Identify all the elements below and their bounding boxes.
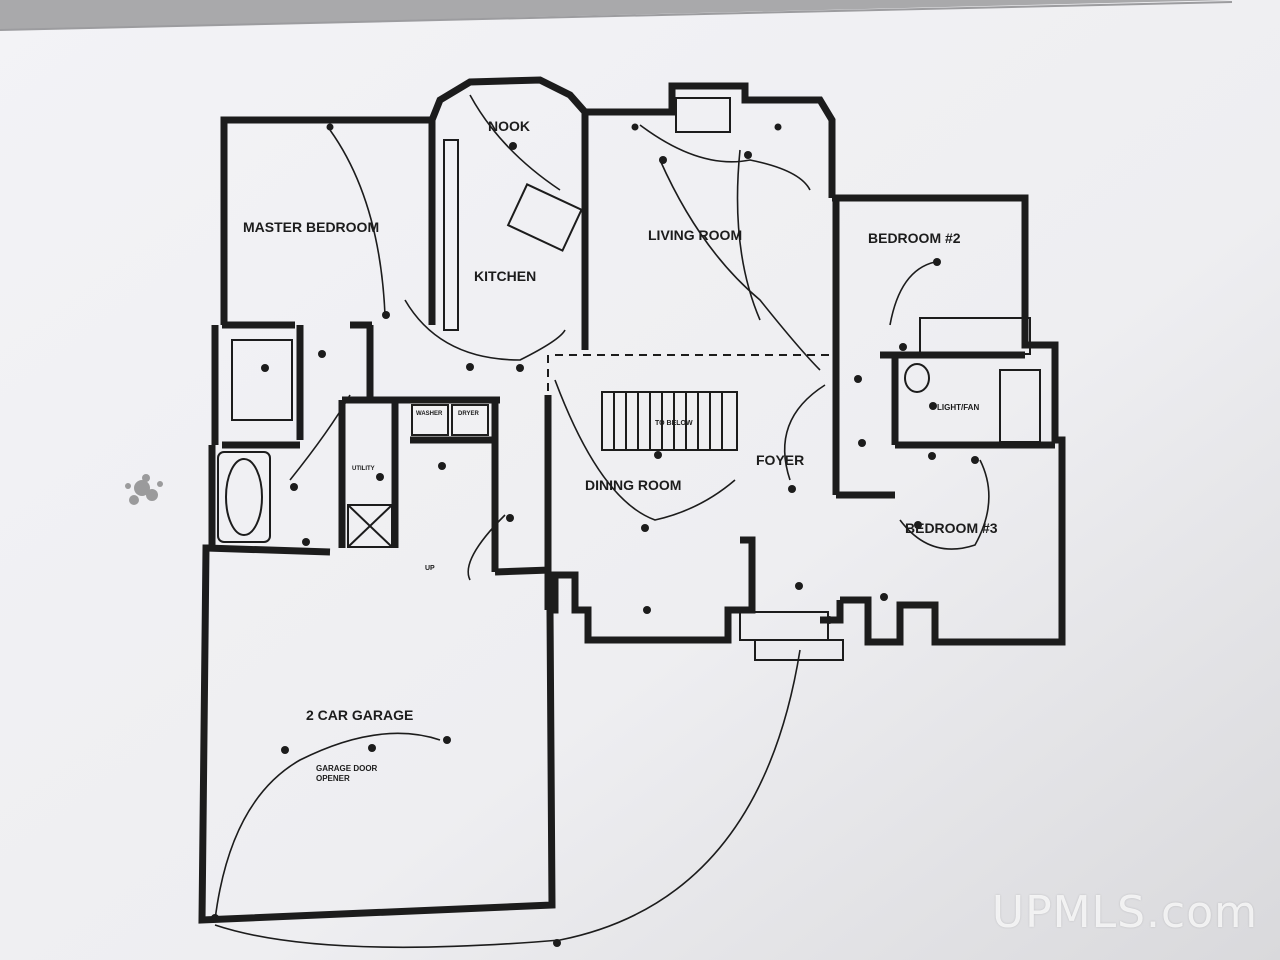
up-note: UP — [425, 565, 435, 572]
utility-note: UTILITY — [352, 466, 375, 472]
ink-smudge — [125, 474, 163, 505]
room-label-foyer: FOYER — [756, 452, 804, 468]
stair-note: TO BELOW — [655, 420, 693, 427]
dryer-note: DRYER — [458, 411, 479, 417]
room-label-master-bedroom: MASTER BEDROOM — [243, 219, 379, 235]
washer-note: WASHER — [416, 411, 443, 417]
plan-walls — [198, 76, 1066, 924]
light-fan-note: LIGHT/FAN — [937, 403, 979, 412]
room-label-bedroom-2: BEDROOM #2 — [868, 230, 961, 246]
electrical-circuits — [214, 94, 990, 949]
room-label-living-room: LIVING ROOM — [648, 227, 742, 243]
room-label-dining-room: DINING ROOM — [585, 477, 681, 493]
garage-door-opener-note-line2: OPENER — [316, 774, 350, 783]
plan-details — [217, 97, 1041, 661]
room-label-garage: 2 CAR GARAGE — [306, 707, 413, 723]
watermark: UPMLS.com — [991, 887, 1258, 938]
garage-door-opener-note-line1: GARAGE DOOR — [316, 764, 378, 773]
paper-edge — [0, 1, 1233, 31]
light-fixtures — [211, 123, 979, 947]
room-label-bedroom-3: BEDROOM #3 — [905, 520, 998, 536]
room-label-nook: NOOK — [488, 118, 530, 134]
room-label-kitchen: KITCHEN — [474, 268, 536, 284]
